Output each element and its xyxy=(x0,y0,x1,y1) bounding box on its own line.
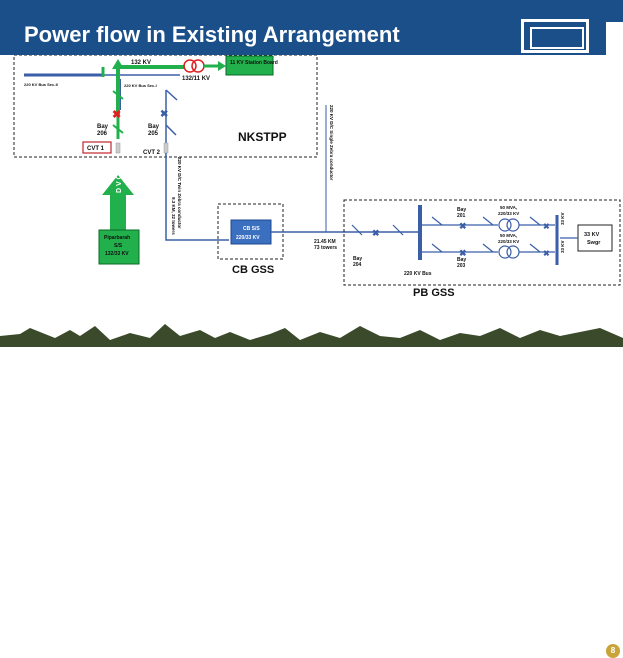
line-nkstpp-to-cb xyxy=(165,153,229,241)
tx1-33kv-isolator xyxy=(529,216,541,226)
bay-205-label-b: 205 xyxy=(148,131,159,137)
cb-ss-line2: 220/33 KV xyxy=(236,235,260,241)
bay-206-label-a: Bay xyxy=(97,124,109,130)
transformer-132-11-coil-a xyxy=(183,59,197,73)
cvt1-label: CVT 1 xyxy=(87,146,105,152)
swgr-label-b: Swgr xyxy=(587,240,601,246)
vertical-line-label-2: 220 KV D/C Single Zebra conductor xyxy=(329,105,334,181)
tx1-coil-b xyxy=(506,218,520,232)
cb-ss-line1: CB S/S xyxy=(243,226,260,232)
distance-label-a: 21.45 KM xyxy=(314,239,336,245)
footer-strip: 8 xyxy=(0,318,623,658)
bay-203-isolator-b xyxy=(482,243,494,253)
breaker-203-icon: ✖ xyxy=(459,248,467,258)
bay-205-isolator-a xyxy=(165,89,178,101)
line-132kv-label: 132 KV xyxy=(131,60,151,66)
tx1-coil-a xyxy=(498,218,512,232)
header-bar: Power flow in Existing Arrangement xyxy=(0,0,623,55)
piparbarah-label-c: 132/33 KV xyxy=(105,251,129,257)
tx2-coil-a xyxy=(498,245,512,259)
bay-204-label-b: 204 xyxy=(353,262,362,268)
pb-gss-boundary xyxy=(343,199,621,286)
tx1-label-a: 50 MVA, xyxy=(500,205,517,210)
bay-201-isolator-b xyxy=(482,216,494,226)
bay-206-isolator-b xyxy=(112,124,124,134)
cvt1-device xyxy=(115,142,121,154)
kv33-label-a: 33 KV xyxy=(560,212,565,225)
tx1-label-b: 220/33 KV xyxy=(498,211,519,216)
tx2-33kv-breaker-icon: ✖ xyxy=(543,249,550,258)
bay-203-label-a: Bay xyxy=(457,257,466,263)
piparbarah-label-a: Piparbarah xyxy=(104,235,130,241)
power-flow-diagram: NKSTPP 220 KV Bus Sec-II 220 KV Bus Sec-… xyxy=(13,55,621,299)
cvt2-device xyxy=(163,142,169,154)
cvt1-box xyxy=(82,141,112,154)
bay-205-label-a: Bay xyxy=(148,124,160,130)
cb-ss-box xyxy=(230,219,272,245)
tx1-33kv-breaker-icon: ✖ xyxy=(543,222,550,231)
bay-203-label-b: 203 xyxy=(457,263,466,269)
header-corner-block xyxy=(606,22,623,55)
station-board-box xyxy=(225,55,274,76)
breaker-205-icon: ✖ xyxy=(160,109,168,120)
breaker-201-icon: ✖ xyxy=(459,221,467,231)
transformer-132-11-label: 132/11 KV xyxy=(182,76,210,82)
bus-sec-i-label: 220 KV Bus Sec-I xyxy=(124,83,157,88)
bay-201-isolator-a xyxy=(431,216,443,226)
bay-206-label-b: 206 xyxy=(97,131,108,137)
bay-204-isolator xyxy=(351,224,363,236)
distance-label-b: 73 towers xyxy=(314,245,337,251)
cb-gss-label: CB GSS xyxy=(232,264,274,276)
bay-204-label-a: Bay xyxy=(353,256,362,262)
transformer-132-11-coil-b xyxy=(191,59,205,73)
dvc-arrow-label: D V C xyxy=(116,174,123,193)
green-arrow-up xyxy=(112,59,124,69)
green-arrow-right xyxy=(218,61,226,71)
kv33-label-b: 33 KV xyxy=(560,240,565,253)
piparbarah-box xyxy=(98,229,140,265)
vertical-line-label-1: 220 KV D/C Twin Zebra conductor xyxy=(177,157,182,229)
breaker-204-icon: ✖ xyxy=(372,228,380,238)
bay-206-isolator-a xyxy=(112,90,124,100)
bay-204-isolator-b xyxy=(392,224,404,236)
bay-201-label-a: Bay xyxy=(457,207,466,213)
piparbarah-label-b: S/S xyxy=(114,243,123,249)
company-logo-icon xyxy=(521,19,589,53)
tx2-coil-b xyxy=(506,245,520,259)
cvt2-label: CVT 2 xyxy=(143,150,161,156)
bay-205-isolator-b xyxy=(165,124,177,136)
bay-201-label-b: 201 xyxy=(457,213,466,219)
tx2-label-b: 220/33 KV xyxy=(498,239,519,244)
nkstpp-label: NKSTPP xyxy=(238,130,287,144)
green-132kv-path xyxy=(116,65,185,115)
pb-gss-label: PB GSS xyxy=(413,287,455,299)
page-number: 8 xyxy=(606,644,620,658)
vertical-line-label-1b: 9.3 KM, 32 towers xyxy=(171,197,176,235)
bay-203-isolator-a xyxy=(431,243,443,253)
breaker-206-icon: ✖ xyxy=(112,109,121,121)
footer-silhouette xyxy=(0,324,623,347)
slide-title: Power flow in Existing Arrangement xyxy=(24,22,400,47)
pb-bus-label: 220 KV Bus xyxy=(404,271,432,277)
station-board-label: 11 KV Station Board xyxy=(230,60,278,66)
swgr-box xyxy=(577,224,613,252)
bus-sec-ii-label: 220 KV Bus Sec-II xyxy=(24,82,58,87)
tx2-33kv-isolator xyxy=(529,243,541,253)
dvc-power-arrow xyxy=(102,175,134,230)
logo-mark xyxy=(530,27,584,49)
swgr-label-a: 33 KV xyxy=(584,232,600,238)
tx2-label-a: 50 MVA, xyxy=(500,233,517,238)
